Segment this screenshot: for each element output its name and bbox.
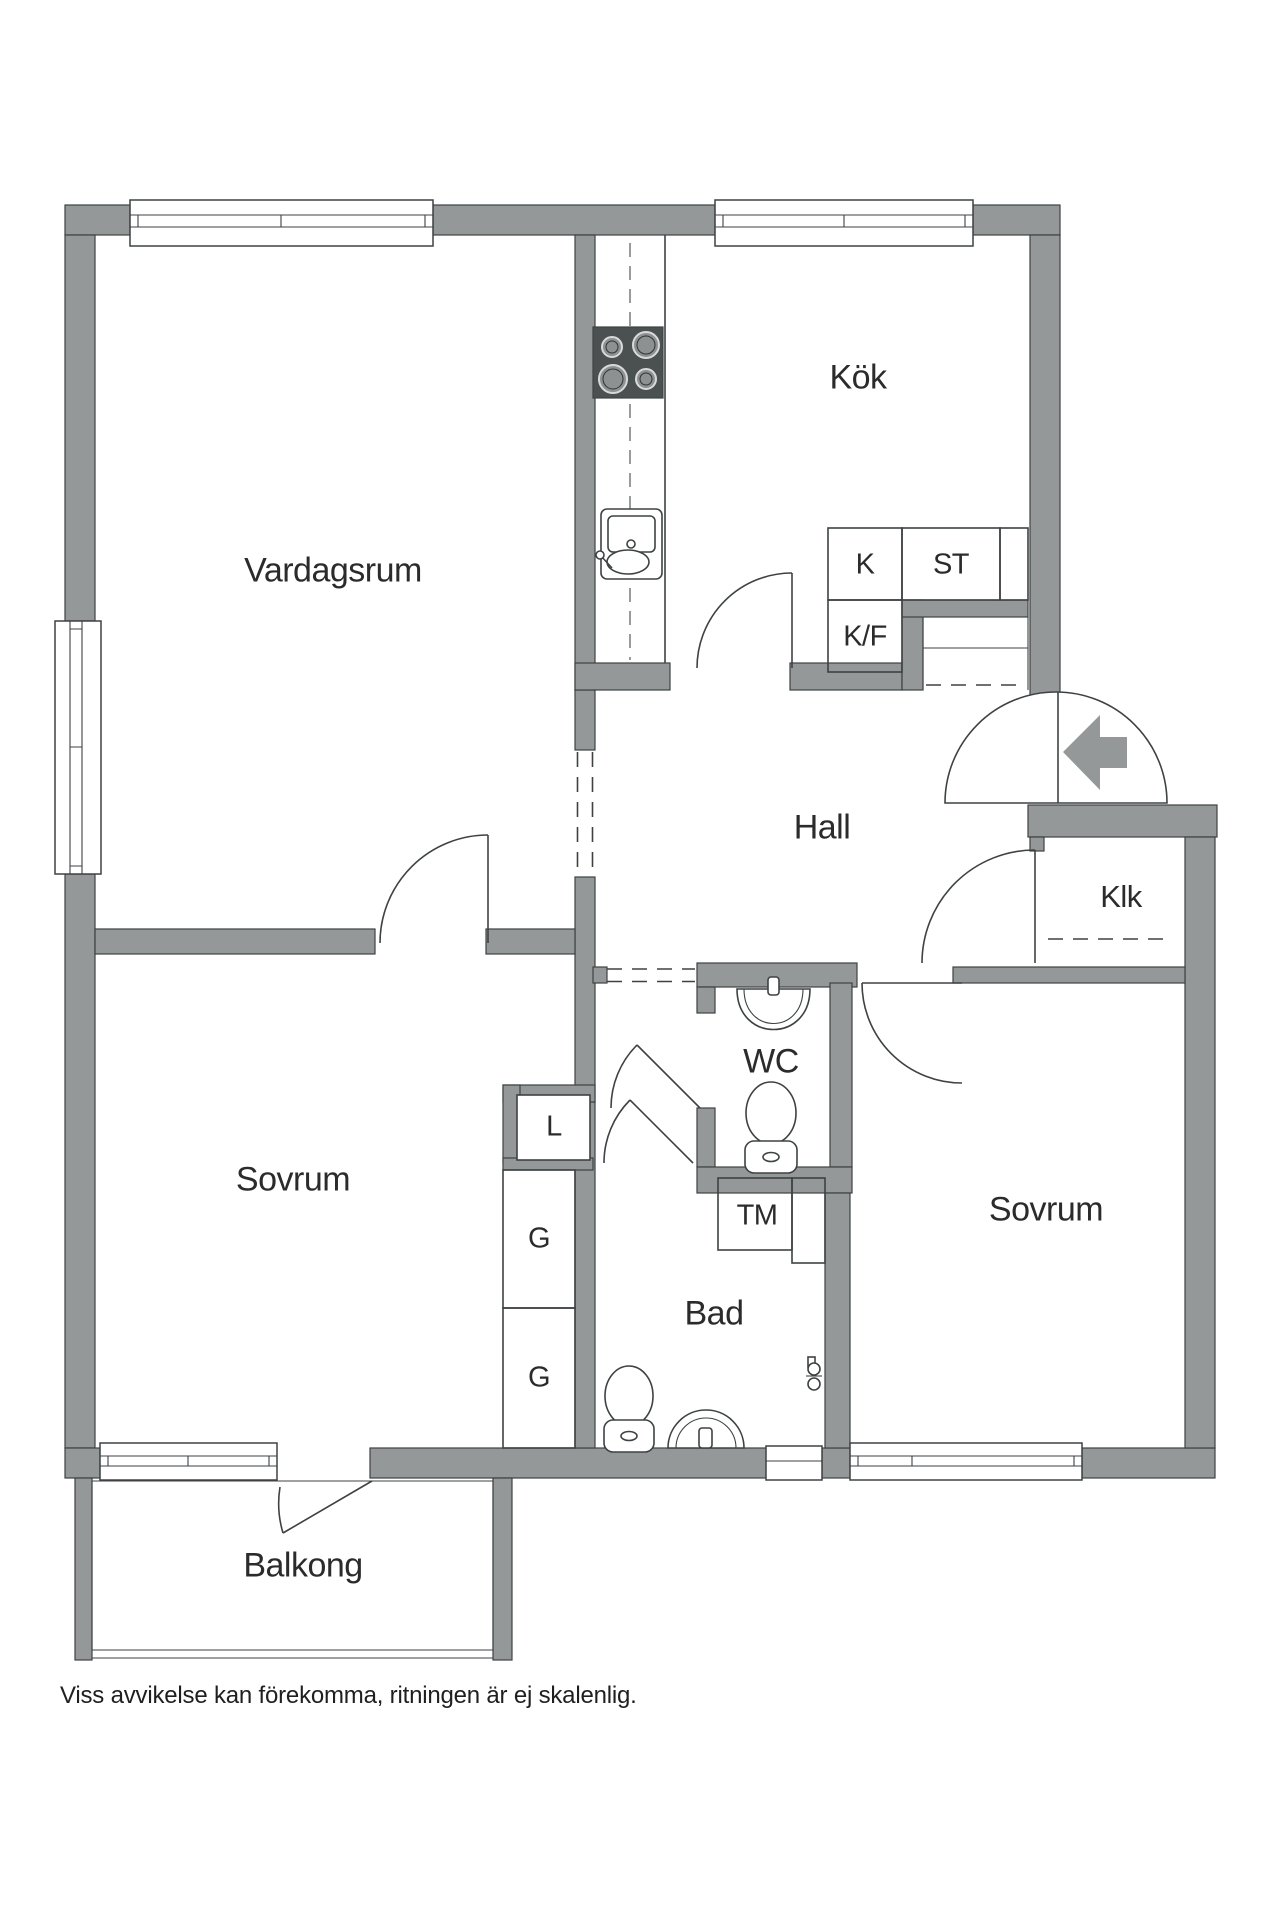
cabinet-side-box xyxy=(999,527,1029,601)
window-vardagsrum-top xyxy=(129,199,434,247)
door-klk xyxy=(921,849,1036,964)
balcony-walls xyxy=(74,1477,513,1661)
door-bad xyxy=(603,1099,694,1164)
room-label-sovrum-right: Sovrum xyxy=(988,1190,1104,1229)
room-label-sovrum-left: Sovrum xyxy=(235,1160,351,1199)
bad-sink-icon xyxy=(667,1409,745,1449)
bad-counter-box xyxy=(791,1177,826,1264)
wc-toilet-icon xyxy=(744,1081,798,1174)
window-sovrum-right-bottom xyxy=(849,1442,1083,1481)
room-label-wc: WC xyxy=(743,1042,799,1081)
disclaimer-text: Viss avvikelse kan förekomma, ritningen … xyxy=(60,1682,637,1709)
room-label-klk: Klk xyxy=(1100,879,1142,914)
kitchen-sink-icon xyxy=(595,508,663,580)
interior-walls xyxy=(94,234,1186,1449)
door-sovrum-right xyxy=(861,982,963,1084)
label-tm: TM xyxy=(736,1199,778,1232)
label-l: L xyxy=(546,1110,562,1143)
room-label-vardagsrum: Vardagsrum xyxy=(244,551,422,590)
exterior-walls xyxy=(64,204,1218,1479)
label-g-upper: G xyxy=(527,1222,551,1255)
window-vardagsrum-left xyxy=(54,620,102,875)
hall-closet xyxy=(922,617,1029,690)
door-balkong xyxy=(277,1480,373,1534)
window-sovrum-left-bottom xyxy=(99,1442,278,1481)
entrance-arrow-icon xyxy=(1063,715,1127,790)
closet-g-lower-box xyxy=(502,1307,576,1449)
shower-mixer-icon xyxy=(806,1356,822,1391)
opening-hall-corridor xyxy=(607,968,695,983)
label-k: K xyxy=(855,548,875,581)
room-label-kok: Kök xyxy=(829,358,887,397)
stove-icon xyxy=(592,326,664,399)
label-kf: K/F xyxy=(843,620,887,653)
bad-toilet-icon xyxy=(603,1365,655,1453)
door-wc xyxy=(610,1044,701,1109)
room-label-hall: Hall xyxy=(793,808,851,847)
window-kok-top xyxy=(714,199,974,247)
window-bad-bottom xyxy=(765,1445,823,1481)
room-label-balkong: Balkong xyxy=(243,1546,363,1585)
label-st: ST xyxy=(932,548,970,581)
door-kok xyxy=(696,572,793,669)
cabinet-kf-box xyxy=(827,599,903,673)
opening-vardagsrum-hall xyxy=(576,752,594,875)
label-g-lower: G xyxy=(527,1361,551,1394)
door-sovrum-left xyxy=(379,834,489,944)
door-entrance xyxy=(944,691,1168,804)
room-label-bad: Bad xyxy=(684,1294,745,1333)
wc-sink-icon xyxy=(736,976,811,1031)
closet-l-box xyxy=(516,1094,591,1161)
